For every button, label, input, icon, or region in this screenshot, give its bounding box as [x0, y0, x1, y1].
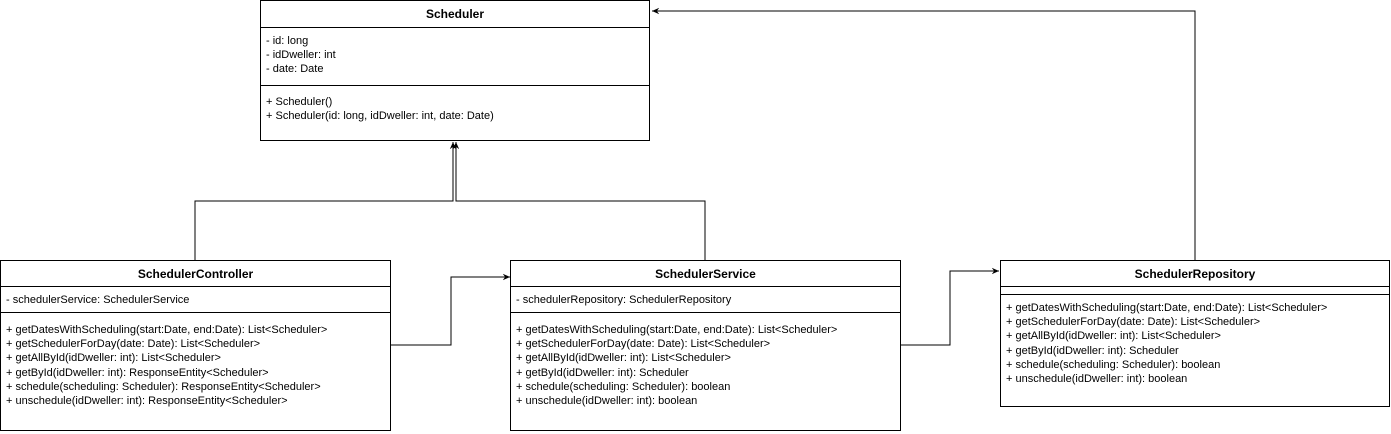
class-service-name: SchedulerService — [511, 261, 900, 287]
repository-to-scheduler-connector — [652, 7, 1196, 261]
controller-to-scheduler-connector — [194, 142, 457, 261]
method: + unschedule(idDweller: int): boolean — [1006, 373, 1188, 386]
attribute: - schedulerService: SchedulerService — [6, 294, 190, 306]
class-scheduler[interactable]: Scheduler - id: long - idDweller: int - … — [260, 0, 650, 141]
attribute: - schedulerRepository: SchedulerReposito… — [516, 294, 732, 306]
class-repository-attributes — [1001, 287, 1389, 295]
class-scheduler-controller[interactable]: SchedulerController - schedulerService: … — [0, 260, 391, 431]
method: + getAllById(idDweller: int): List<Sched… — [516, 352, 731, 365]
class-repository-name: SchedulerRepository — [1001, 261, 1389, 287]
method: + schedule(scheduling: Scheduler): boole… — [1006, 358, 1221, 371]
class-service-methods: + getDatesWithScheduling(start:Date, end… — [511, 313, 900, 408]
method: + Scheduler() — [266, 96, 333, 108]
method: + getSchedulerForDay(date: Date): List<S… — [1006, 316, 1261, 329]
service-to-scheduler-connector — [452, 142, 706, 261]
method: + unschedule(idDweller: int): boolean — [516, 395, 698, 408]
class-scheduler-repository[interactable]: SchedulerRepository + getDatesWithSchedu… — [1000, 260, 1390, 407]
method: + getById(idDweller: int): ResponseEntit… — [6, 366, 269, 379]
method: + getSchedulerForDay(date: Date): List<S… — [6, 338, 261, 351]
class-controller-attributes: - schedulerService: SchedulerService — [1, 287, 390, 313]
method: + getAllById(idDweller: int): List<Sched… — [6, 352, 221, 365]
attribute: - id: long — [266, 35, 309, 47]
class-scheduler-service[interactable]: SchedulerService - schedulerRepository: … — [510, 260, 901, 431]
method: + getAllById(idDweller: int): List<Sched… — [1006, 330, 1221, 343]
method: + getDatesWithScheduling(start:Date, end… — [1006, 302, 1328, 314]
method: + Scheduler(id: long, idDweller: int, da… — [266, 110, 494, 123]
method: + unschedule(idDweller: int): ResponseEn… — [6, 395, 288, 408]
method: + getById(idDweller: int): Scheduler — [1006, 344, 1179, 357]
class-repository-methods: + getDatesWithScheduling(start:Date, end… — [1001, 295, 1389, 386]
service-to-repository-connector — [901, 267, 999, 346]
attribute: - idDweller: int — [266, 49, 336, 62]
method: + schedule(scheduling: Scheduler): Respo… — [6, 380, 321, 393]
method: + getSchedulerForDay(date: Date): List<S… — [516, 338, 771, 351]
method: + schedule(scheduling: Scheduler): boole… — [516, 380, 731, 393]
class-controller-methods: + getDatesWithScheduling(start:Date, end… — [1, 313, 390, 408]
class-controller-name: SchedulerController — [1, 261, 390, 287]
method: + getDatesWithScheduling(start:Date, end… — [516, 324, 838, 336]
controller-to-service-connector — [391, 273, 510, 346]
class-scheduler-attributes: - id: long - idDweller: int - date: Date — [261, 28, 649, 86]
method: + getById(idDweller: int): Scheduler — [516, 366, 689, 379]
class-scheduler-methods: + Scheduler() + Scheduler(id: long, idDw… — [261, 86, 649, 123]
class-service-attributes: - schedulerRepository: SchedulerReposito… — [511, 287, 900, 313]
class-scheduler-name: Scheduler — [261, 1, 649, 28]
attribute: - date: Date — [266, 63, 324, 76]
method: + getDatesWithScheduling(start:Date, end… — [6, 324, 328, 336]
